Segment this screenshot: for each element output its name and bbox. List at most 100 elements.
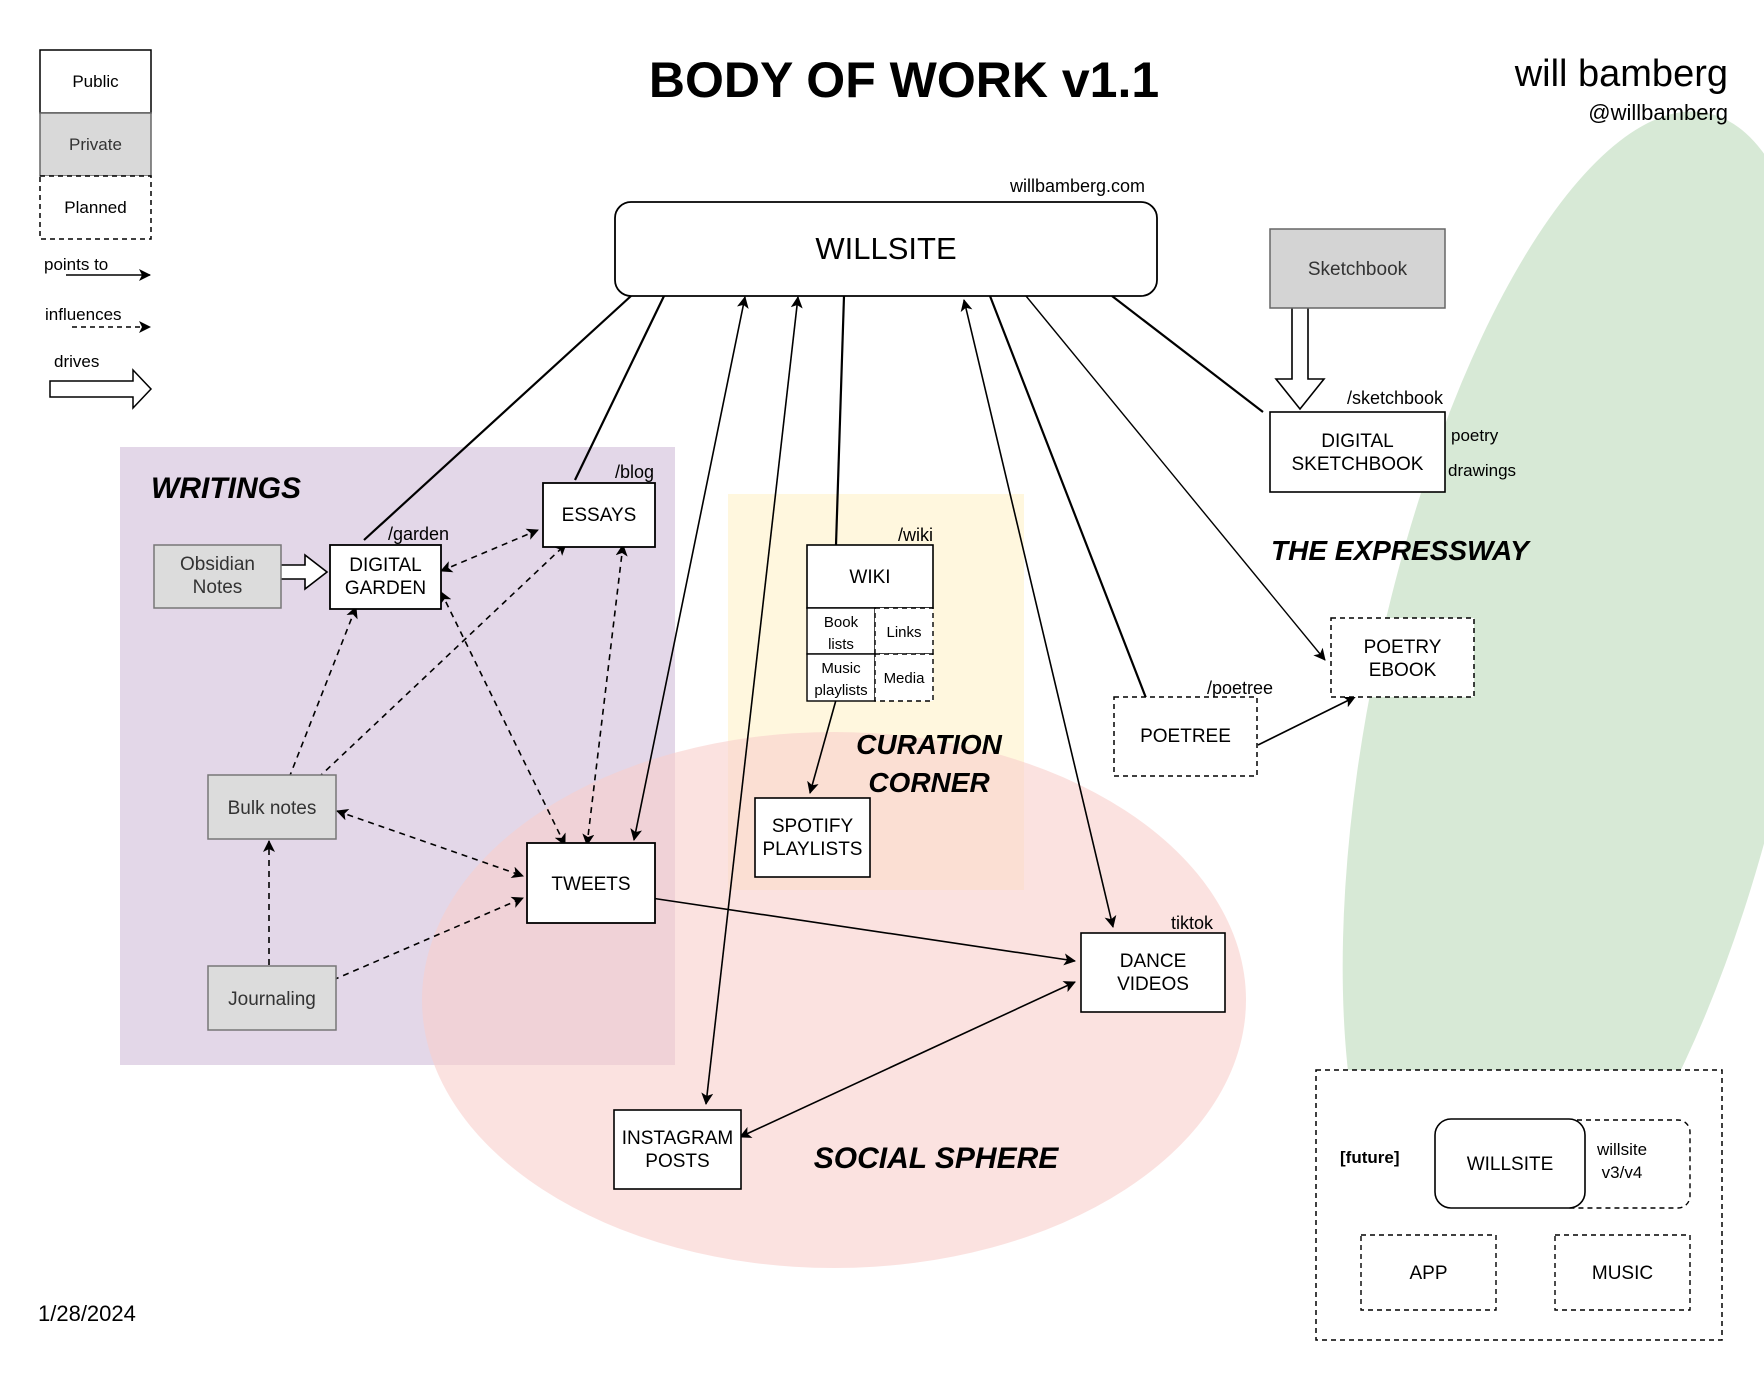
future-version-line1: willsite [1596,1140,1647,1159]
edge-willsite-ebook [1025,295,1326,661]
future-app-label: APP [1409,1263,1447,1284]
node-journaling[interactable]: Journaling [207,965,337,1031]
wiki-cell-media[interactable] [874,653,934,702]
essays-box[interactable] [542,482,656,548]
instagram-box[interactable] [613,1109,742,1190]
wiki-cell-book-lists[interactable] [806,607,876,655]
edge-journaling-tweets [332,896,524,981]
future-willsite-box[interactable] [1434,1118,1586,1209]
willsite-box[interactable] [614,201,1158,297]
future-willsite-label: WILLSITE [1467,1154,1554,1175]
tweets-label: TWEETS [551,874,630,895]
node-poetry-ebook[interactable]: POETRY EBOOK [1330,617,1475,698]
edge-poetree-ebook [1257,696,1356,746]
journaling-box[interactable] [207,965,337,1031]
dance-videos-path: tiktok [1171,913,1214,933]
digital-garden-line1: DIGITAL [349,555,422,576]
obsidian-box[interactable] [153,544,282,609]
dance-videos-box[interactable] [1080,932,1226,1013]
future-music-label: MUSIC [1592,1263,1653,1284]
future-app-box[interactable] [1360,1234,1497,1311]
legend-private-swatch [39,112,152,177]
node-dance-videos[interactable]: tiktok DANCE VIDEOS [1080,913,1226,1013]
legend-public-swatch [39,49,152,114]
node-digital-garden[interactable]: /garden DIGITAL GARDEN [329,524,449,610]
edge-willsite-sketchbook [1111,295,1264,413]
bulk-notes-box[interactable] [207,774,337,840]
dance-videos-line2: VIDEOS [1117,974,1189,995]
wiki-cell-media-label: Media [884,670,926,687]
wiki-cell-music-l1: Music [821,660,861,677]
node-digital-sketchbook[interactable]: /sketchbook DIGITAL SKETCHBOOK poetry dr… [1269,388,1516,493]
region-label-expressway: THE EXPRESSWAY [1271,535,1531,566]
willsite-url: willbamberg.com [1009,176,1145,196]
wiki-cell-links-label: Links [886,624,921,641]
node-willsite[interactable]: willbamberg.com WILLSITE [614,176,1158,297]
poetree-path: /poetree [1207,678,1273,698]
node-bulk-notes[interactable]: Bulk notes [207,774,337,840]
region-label-writings: WRITINGS [151,472,301,505]
region-expressway [1342,111,1764,1289]
digital-sketchbook-note-drawings: drawings [1448,461,1516,480]
essays-path: /blog [615,462,654,482]
legend-private-label: Private [69,135,122,154]
region-label-social: SOCIAL SPHERE [814,1142,1059,1175]
wiki-cell-music[interactable] [806,653,876,702]
node-poetree[interactable]: /poetree POETREE [1113,678,1273,777]
drives-arrows [278,306,1326,591]
drives-arrow-sketchbook [1274,306,1326,411]
digital-garden-line2: GARDEN [345,578,426,599]
legend-planned-swatch [39,175,152,240]
edge-garden-tweets [440,591,566,846]
future-version-line2: v3/v4 [1602,1163,1643,1182]
node-wiki[interactable]: /wiki WIKI Book lists Links Music playli… [806,525,934,702]
edge-instagram-willsite [701,296,803,1105]
legend-planned-label: Planned [64,198,126,217]
poetry-ebook-line2: EBOOK [1369,660,1437,681]
wiki-cell-book-lists-l2: lists [828,636,854,653]
edge-willsite-garden [363,295,632,541]
node-tweets[interactable]: TWEETS [526,842,656,924]
digital-sketchbook-line1: DIGITAL [1321,431,1394,452]
sketchbook-label: Sketchbook [1308,259,1408,280]
node-spotify-playlists[interactable]: SPOTIFY PLAYLISTS [754,797,871,878]
digital-sketchbook-note-poetry: poetry [1451,426,1499,445]
digital-garden-box[interactable] [329,544,442,610]
node-instagram-posts[interactable]: INSTAGRAM POSTS [613,1109,742,1190]
edge-willsite-wiki [834,295,846,546]
sketchbook-box[interactable] [1269,228,1446,309]
wiki-cell-links[interactable] [874,607,934,655]
spotify-box[interactable] [754,797,871,878]
legend-drives-label: drives [54,352,99,371]
legend-influences-label: influences [45,305,122,324]
digital-sketchbook-box[interactable] [1269,411,1446,493]
page-title: BODY OF WORK v1.1 [649,52,1159,108]
tweets-box[interactable] [526,842,656,924]
edge-willsite-poetree [988,295,1148,699]
bulk-notes-label: Bulk notes [228,798,317,819]
journaling-label: Journaling [228,989,316,1010]
edge-dance-willsite [960,299,1117,928]
node-obsidian-notes[interactable]: Obsidian Notes [153,544,282,609]
edge-bulk-garden [288,606,358,779]
poetry-ebook-box[interactable] [1330,617,1475,698]
obsidian-line1: Obsidian [180,554,255,575]
future-music-box[interactable] [1554,1234,1691,1311]
digital-garden-path: /garden [388,524,449,544]
wiki-path: /wiki [898,525,933,545]
node-sketchbook[interactable]: Sketchbook [1269,228,1446,309]
poetree-box[interactable] [1113,696,1258,777]
future-tag: [future] [1340,1148,1399,1167]
spotify-line1: SPOTIFY [772,816,854,837]
edge-wiki-spotify [807,699,837,794]
node-essays[interactable]: /blog ESSAYS [542,462,656,548]
wiki-cell-book-lists-l1: Book [824,614,859,631]
region-label-curation-2: CORNER [868,767,990,798]
instagram-line1: INSTAGRAM [622,1128,734,1149]
edge-tweets-dance [650,897,1076,966]
drives-arrow-obsidian-garden [278,553,329,591]
willsite-label: WILLSITE [815,231,956,266]
instagram-line2: POSTS [645,1151,709,1172]
author-handle: @willbamberg [1588,100,1728,125]
